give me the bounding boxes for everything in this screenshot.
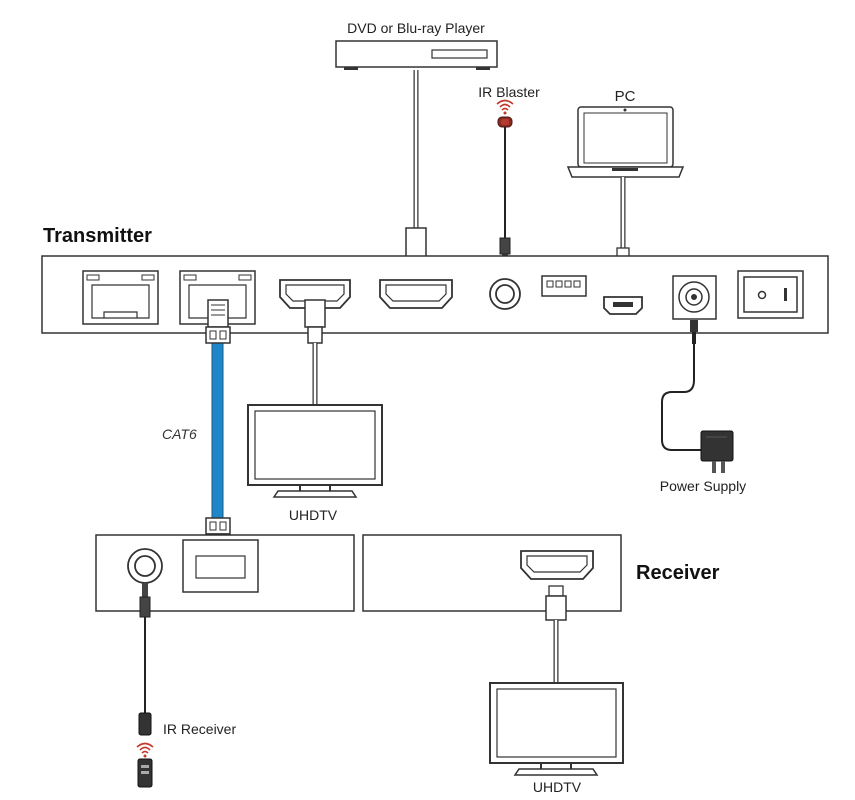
- ir-in-jack: [127, 548, 163, 584]
- tx-hdmi-tv-cable: [304, 299, 326, 405]
- ir-receiver-label: IR Receiver: [163, 721, 236, 737]
- power-supply: [661, 320, 734, 473]
- uhdtv-rx-label: UHDTV: [533, 779, 582, 795]
- power-supply-label: Power Supply: [660, 478, 746, 494]
- rj45-port-1: [82, 270, 159, 325]
- hdmi-in-port: [379, 279, 453, 309]
- receiver-label: Receiver: [636, 562, 720, 584]
- ir-blaster: [496, 99, 514, 280]
- micro-usb-port: [603, 296, 643, 315]
- pc-label: PC: [615, 88, 636, 105]
- uhdtv-tx: [247, 404, 383, 498]
- dvd-hdmi-cable: [405, 70, 427, 279]
- ir-receiver: [136, 583, 154, 788]
- uhdtv-rx: [489, 682, 624, 776]
- terminal-block: [541, 275, 587, 297]
- pc-laptop: [566, 106, 685, 178]
- uhdtv-tx-label: UHDTV: [289, 507, 338, 523]
- ir-signal-icon: [496, 99, 514, 111]
- receiver-hdmi-port: [520, 550, 594, 580]
- hdmi-out-port: [279, 279, 351, 309]
- dvd-label: DVD or Blu-ray Player: [347, 20, 485, 36]
- dc-power-jack: [672, 275, 717, 320]
- receiver-rj45-port: [182, 539, 259, 593]
- cat6-label: CAT6: [162, 426, 197, 442]
- ir-receiver-signal-icon: [136, 742, 154, 754]
- receiver-box-left: [95, 534, 355, 612]
- dvd-player: [335, 40, 498, 70]
- ir-out-jack: [489, 278, 521, 310]
- power-switch: [737, 270, 804, 319]
- ir-blaster-label: IR Blaster: [478, 84, 540, 100]
- cat6-cable: [205, 299, 231, 562]
- transmitter-box: [41, 255, 829, 334]
- rx-hdmi-tv-cable: [545, 585, 567, 683]
- transmitter-label: Transmitter: [43, 225, 152, 247]
- receiver-box-right: [362, 534, 622, 612]
